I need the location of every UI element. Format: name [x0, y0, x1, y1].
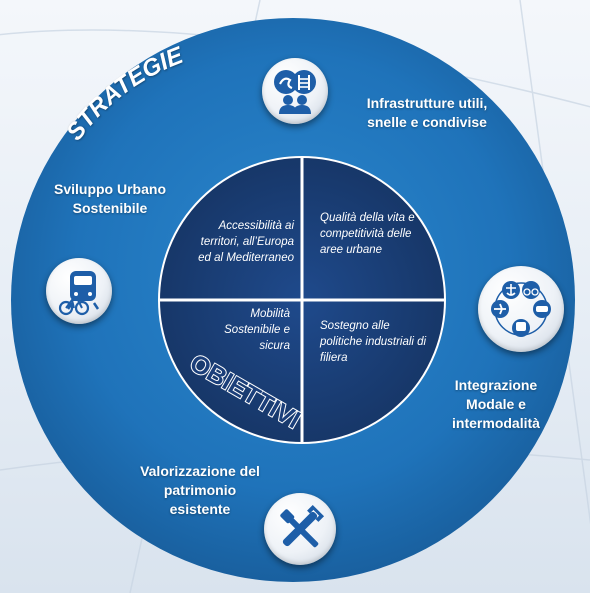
train-bicycle-icon: [46, 258, 112, 324]
transport-modes-icon: [478, 266, 564, 352]
objective-safety: Mobilità Sostenibile e sicura: [224, 308, 290, 352]
strategy-label-infrastructure: Infrastrutture utili, snelle e condivise: [366, 95, 488, 130]
objective-quality: Qualità della vita e competitività delle…: [320, 212, 415, 256]
strategy-label-heritage: Valorizzazione del patrimonio esistente: [140, 463, 260, 517]
people-road-rail-icon: [262, 58, 328, 124]
tools-icon: [264, 493, 336, 565]
strategy-label-urban: Sviluppo Urbano Sostenibile: [54, 181, 166, 216]
strategy-label-intermodal: Integrazione Modale e intermodalità: [452, 377, 540, 431]
objective-industry: Sostegno alle politiche industriali di f…: [320, 320, 427, 364]
objective-access: Accessibilità ai territori, all’Europa e…: [198, 220, 294, 264]
